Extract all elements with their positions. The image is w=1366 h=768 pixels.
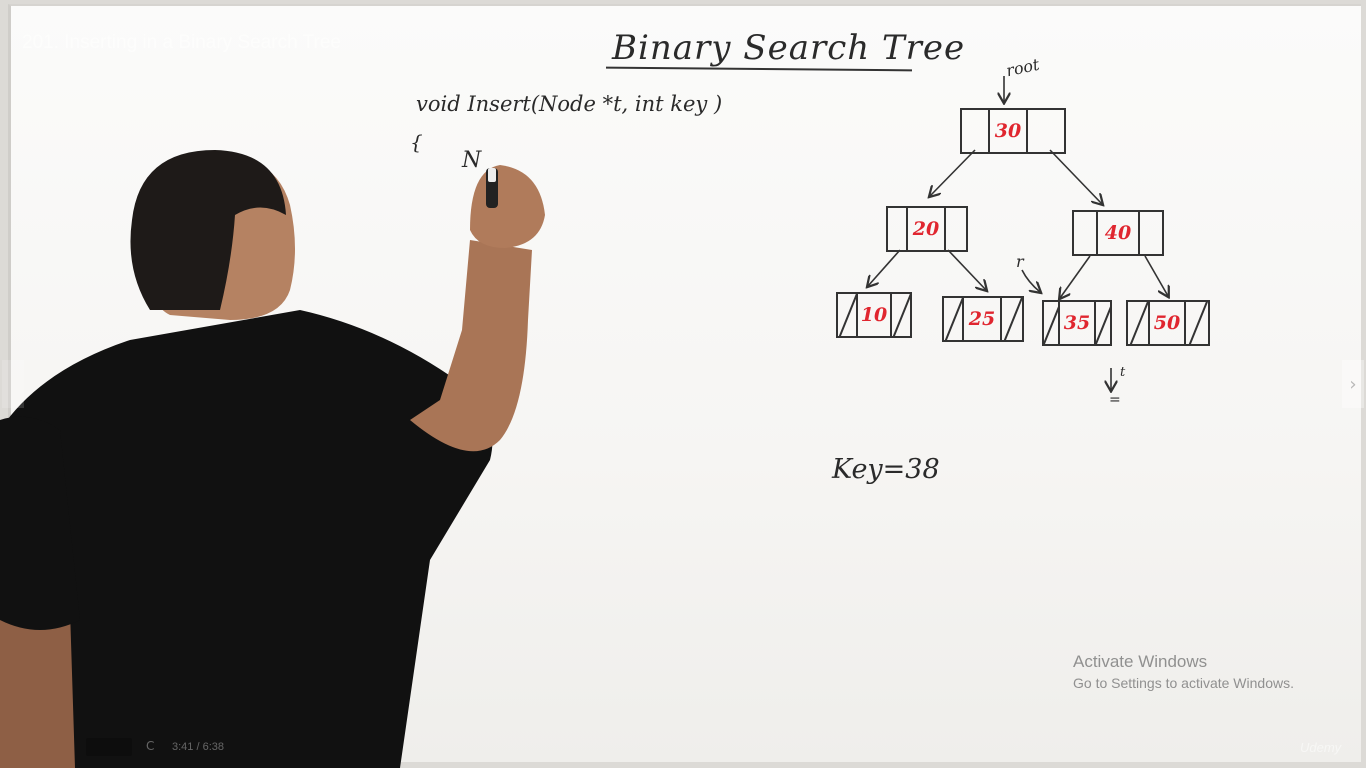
t-pointer-label: t (1120, 365, 1126, 380)
null-left-pointer (838, 294, 858, 336)
play-pause-button[interactable] (86, 738, 132, 756)
tree-leaf: 35 (1042, 300, 1112, 346)
node-value: 10 (858, 294, 892, 336)
null-left-pointer (1128, 302, 1150, 344)
node-value: 25 (964, 298, 1002, 340)
code-brace: { (410, 130, 423, 154)
code-signature: void Insert(Node *t, int key ) (416, 92, 723, 116)
code-partial: N (462, 148, 482, 173)
video-title: 201. Inserting in a Binary Search Tree (22, 32, 341, 53)
edge-20-25 (947, 249, 986, 290)
null-left-pointer (1044, 302, 1060, 344)
null-mark: = (1109, 392, 1121, 408)
node-value: 40 (1098, 212, 1140, 254)
node-left-pointer (888, 208, 908, 250)
tree-node-right: 40 (1072, 210, 1164, 256)
node-value: 20 (908, 208, 946, 250)
node-value: 35 (1060, 302, 1096, 344)
tree-node-left: 20 (886, 206, 968, 252)
udemy-logo: Udemy (1300, 740, 1342, 755)
tree-leaf: 10 (836, 292, 912, 338)
key-value: Key=38 (832, 454, 940, 485)
video-control-bar: C 3:41 / 6:38 (0, 738, 1366, 762)
node-value: 30 (990, 110, 1028, 152)
r-pointer-label: r (1016, 252, 1024, 271)
tree-leaf: 50 (1126, 300, 1210, 346)
tree-leaf: 25 (942, 296, 1024, 342)
windows-activation-watermark: Activate Windows Go to Settings to activ… (1073, 652, 1294, 691)
null-left-pointer (944, 298, 964, 340)
watermark-subtitle: Go to Settings to activate Windows. (1073, 675, 1294, 691)
video-timestamp: 3:41 / 6:38 (172, 741, 224, 753)
edge-40-50 (1144, 255, 1168, 296)
edge-30-20 (930, 149, 976, 196)
edge-20-10 (868, 249, 901, 286)
node-left-pointer (1074, 212, 1098, 254)
tree-node-root: 30 (960, 108, 1066, 154)
watermark-title: Activate Windows (1073, 652, 1208, 671)
edge-40-35 (1060, 255, 1091, 298)
board-title: Binary Search Tree (612, 28, 966, 68)
chevron-left-icon[interactable] (2, 360, 24, 408)
chevron-right-icon[interactable]: › (1342, 360, 1364, 408)
captions-button[interactable]: C (146, 739, 155, 753)
node-value: 50 (1150, 302, 1186, 344)
r-pointer-arrow (1021, 269, 1040, 292)
node-left-pointer (962, 110, 990, 152)
edge-30-40 (1049, 149, 1102, 204)
